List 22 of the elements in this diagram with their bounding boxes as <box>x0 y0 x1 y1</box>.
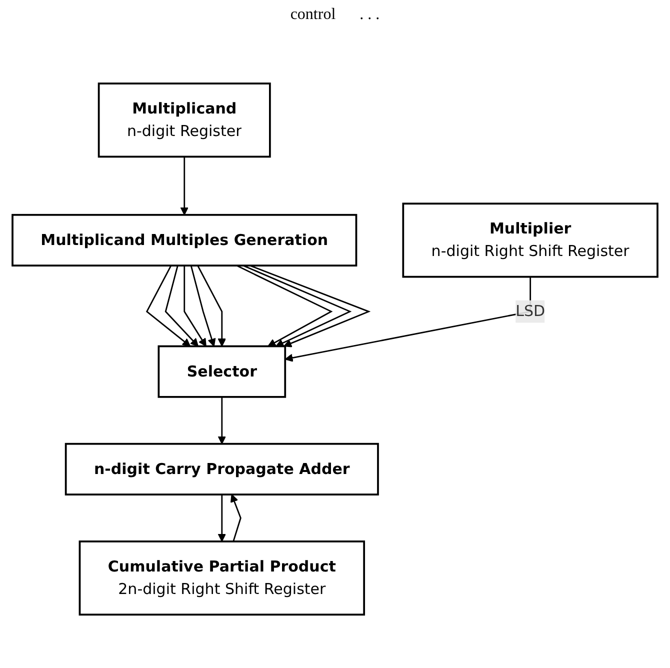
edge-label: LSD <box>516 302 546 320</box>
node-box: n-digit Carry Propagate Adder <box>64 442 379 496</box>
arrow <box>284 276 532 362</box>
node-box: Cumulative Partial Product 2n-digit Right Shift Register <box>78 540 366 616</box>
arrow <box>230 494 242 542</box>
arrow <box>190 265 216 347</box>
arrow <box>236 264 333 347</box>
node-box: Multiplicand Multiples Generation <box>12 214 358 266</box>
arrow <box>146 265 191 347</box>
arrow <box>184 265 206 347</box>
node-box: Selector <box>158 345 286 398</box>
arrow <box>180 156 188 216</box>
arrow <box>164 265 199 347</box>
note-text: control <box>290 6 336 24</box>
node-box: Multiplier n-digit Right Shift Register <box>402 202 658 278</box>
arrow <box>218 396 226 444</box>
note-text: . . . <box>360 6 380 24</box>
arrow <box>218 494 226 542</box>
arrow <box>197 265 226 347</box>
arrow <box>242 264 352 347</box>
arrow <box>250 264 371 348</box>
node-box: Multiplicand n-digit Register <box>98 82 271 158</box>
